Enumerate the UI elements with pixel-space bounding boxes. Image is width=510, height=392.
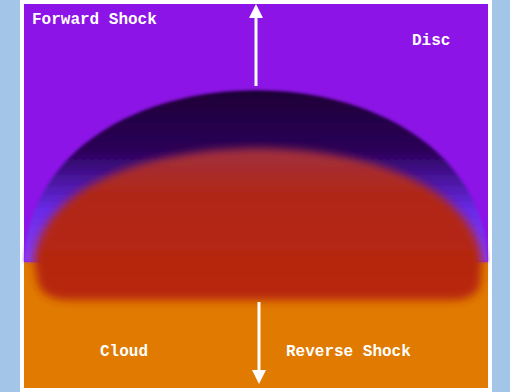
arrows — [249, 4, 266, 384]
forward-shock-label: Forward Shock — [32, 12, 157, 28]
shocked-region — [34, 148, 482, 300]
arrow-head — [252, 370, 266, 384]
disc-region — [24, 4, 488, 388]
reverse-shock-label: Reverse Shock — [286, 344, 411, 360]
arrow-head — [249, 4, 263, 18]
forward-arrow — [255, 16, 258, 86]
region-label: Disc — [412, 33, 450, 49]
region-label: Cloud — [100, 344, 148, 360]
reverse-arrow — [258, 302, 261, 372]
frame — [20, 0, 492, 392]
